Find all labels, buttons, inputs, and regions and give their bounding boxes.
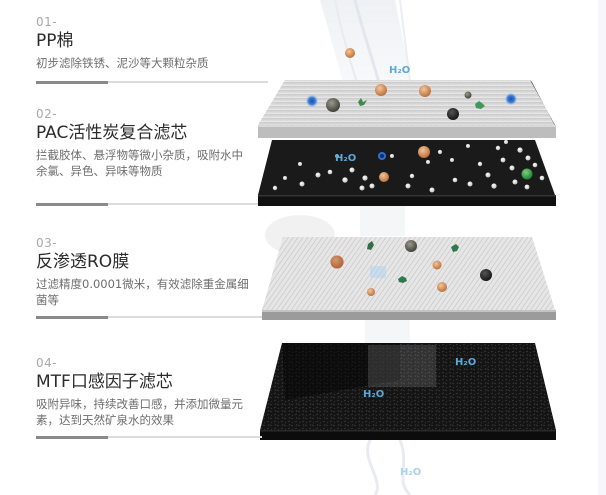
stage-title: MTF口感因子滤芯	[36, 372, 173, 392]
water-label: H₂O	[400, 467, 421, 478]
stage-description: 过滤精度0.0001微米，有效滤除重金属细菌等	[36, 277, 249, 307]
right-edge-strip	[598, 0, 606, 495]
stage-title: PP棉	[36, 31, 74, 51]
layer-pp-cotton	[258, 48, 556, 138]
divider-accent	[36, 435, 108, 439]
layer-pac-activated-carbon	[258, 140, 556, 206]
stage-number: 01-	[36, 15, 58, 29]
stage-title: 反渗透RO膜	[36, 252, 130, 272]
stage-description: 初步滤除铁锈、泥沙等大颗粒杂质	[36, 56, 209, 70]
water-label: H₂O	[455, 357, 476, 368]
stage-description: 吸附异味，持续改善口感，并添加微量元素，达到天然矿泉水的效果	[36, 397, 243, 427]
stage-title: PAC活性炭复合滤芯	[36, 123, 188, 143]
stage-number: 04-	[36, 356, 58, 370]
stage-number: 02-	[36, 107, 58, 121]
divider-accent	[36, 202, 108, 206]
divider-accent	[36, 80, 108, 84]
stage-mtf-taste-filter: 04- MTF口感因子滤芯 吸附异味，持续改善口感，并添加微量元素，达到天然矿泉…	[36, 356, 258, 428]
water-label: H₂O	[363, 389, 384, 400]
stage-number: 03-	[36, 236, 58, 250]
stage-divider	[36, 315, 262, 319]
layer-ro-membrane	[262, 237, 556, 320]
stage-divider	[36, 80, 268, 84]
stage-pp-cotton: 01- PP棉 初步滤除铁锈、泥沙等大颗粒杂质	[36, 15, 281, 71]
divider-accent	[36, 315, 108, 319]
water-label: H₂O	[335, 153, 356, 164]
stage-pac-activated-carbon: 02- PAC活性炭复合滤芯 拦截胶体、悬浮物等微小杂质，吸附水中余氯、异色、异…	[36, 107, 246, 179]
stage-divider	[36, 202, 258, 206]
stage-divider	[36, 435, 262, 439]
layer-mtf-taste-filter	[260, 343, 556, 440]
water-label: H₂O	[389, 65, 410, 76]
stage-ro-membrane: 03- 反渗透RO膜 过滤精度0.0001微米，有效滤除重金属细菌等	[36, 236, 258, 308]
stage-description: 拦截胶体、悬浮物等微小杂质，吸附水中余氯、异色、异味等物质	[36, 148, 243, 178]
